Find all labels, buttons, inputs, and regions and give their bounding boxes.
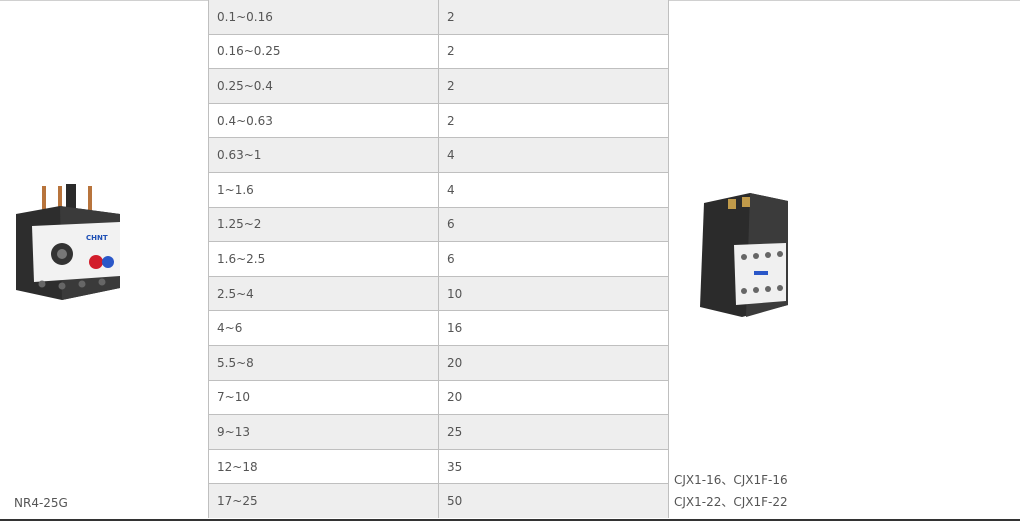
fuse-rating-cell: 16 [438,310,669,346]
fuse-rating-cell: 10 [438,275,669,312]
fuse-rating-cell: 6 [438,241,669,277]
current-range-cell: 2.5~4 [208,275,439,312]
compatible-column: CJX1-16、CJX1F-16 CJX1-22、CJX1F-22 [667,0,1020,519]
fuse-rating-cell: 2 [438,33,669,70]
fuse-rating-cell: 20 [438,379,669,416]
compatible-line-1: CJX1-16、CJX1F-16 [674,473,788,487]
model-name: NR4-25G [14,496,68,510]
current-range-cell: 0.4~0.63 [208,102,439,139]
compatible-line-2: CJX1-22、CJX1F-22 [674,495,788,509]
current-range-cell: 0.1~0.16 [208,0,439,35]
current-range-cell: 1.6~2.5 [208,241,439,277]
current-range-cell: 12~18 [208,448,439,485]
fuse-rating-cell: 50 [438,483,669,518]
fuse-rating-cell: 2 [438,102,669,139]
fuse-rating-cell: 2 [438,68,669,104]
ac-contactor-image [700,193,788,317]
bottom-divider [0,519,1020,521]
current-range-cell: 0.16~0.25 [208,33,439,70]
fuse-rating-cell: 25 [438,414,669,450]
current-range-cell: 1~1.6 [208,171,439,208]
fuse-rating-cell: 6 [438,206,669,243]
fuse-rating-cell: 20 [438,344,669,381]
current-range-cell: 17~25 [208,483,439,518]
current-range-cell: 9~13 [208,414,439,450]
thermal-overload-relay-image: CHNT [16,184,120,300]
fuse-rating-cell: 2 [438,0,669,35]
current-range-cell: 1.25~2 [208,206,439,243]
current-range-cell: 0.25~0.4 [208,68,439,104]
fuse-rating-cell: 4 [438,137,669,173]
product-column: CHNT NR4-25G [0,0,208,519]
current-range-cell: 7~10 [208,379,439,416]
compatible-models: CJX1-16、CJX1F-16 CJX1-22、CJX1F-22 [674,469,788,513]
brand-logo: CHNT [86,234,108,242]
fuse-rating-cell: 35 [438,448,669,485]
current-range-cell: 4~6 [208,310,439,346]
fuse-rating-cell: 4 [438,171,669,208]
current-range-cell: 5.5~8 [208,344,439,381]
current-range-cell: 0.63~1 [208,137,439,173]
